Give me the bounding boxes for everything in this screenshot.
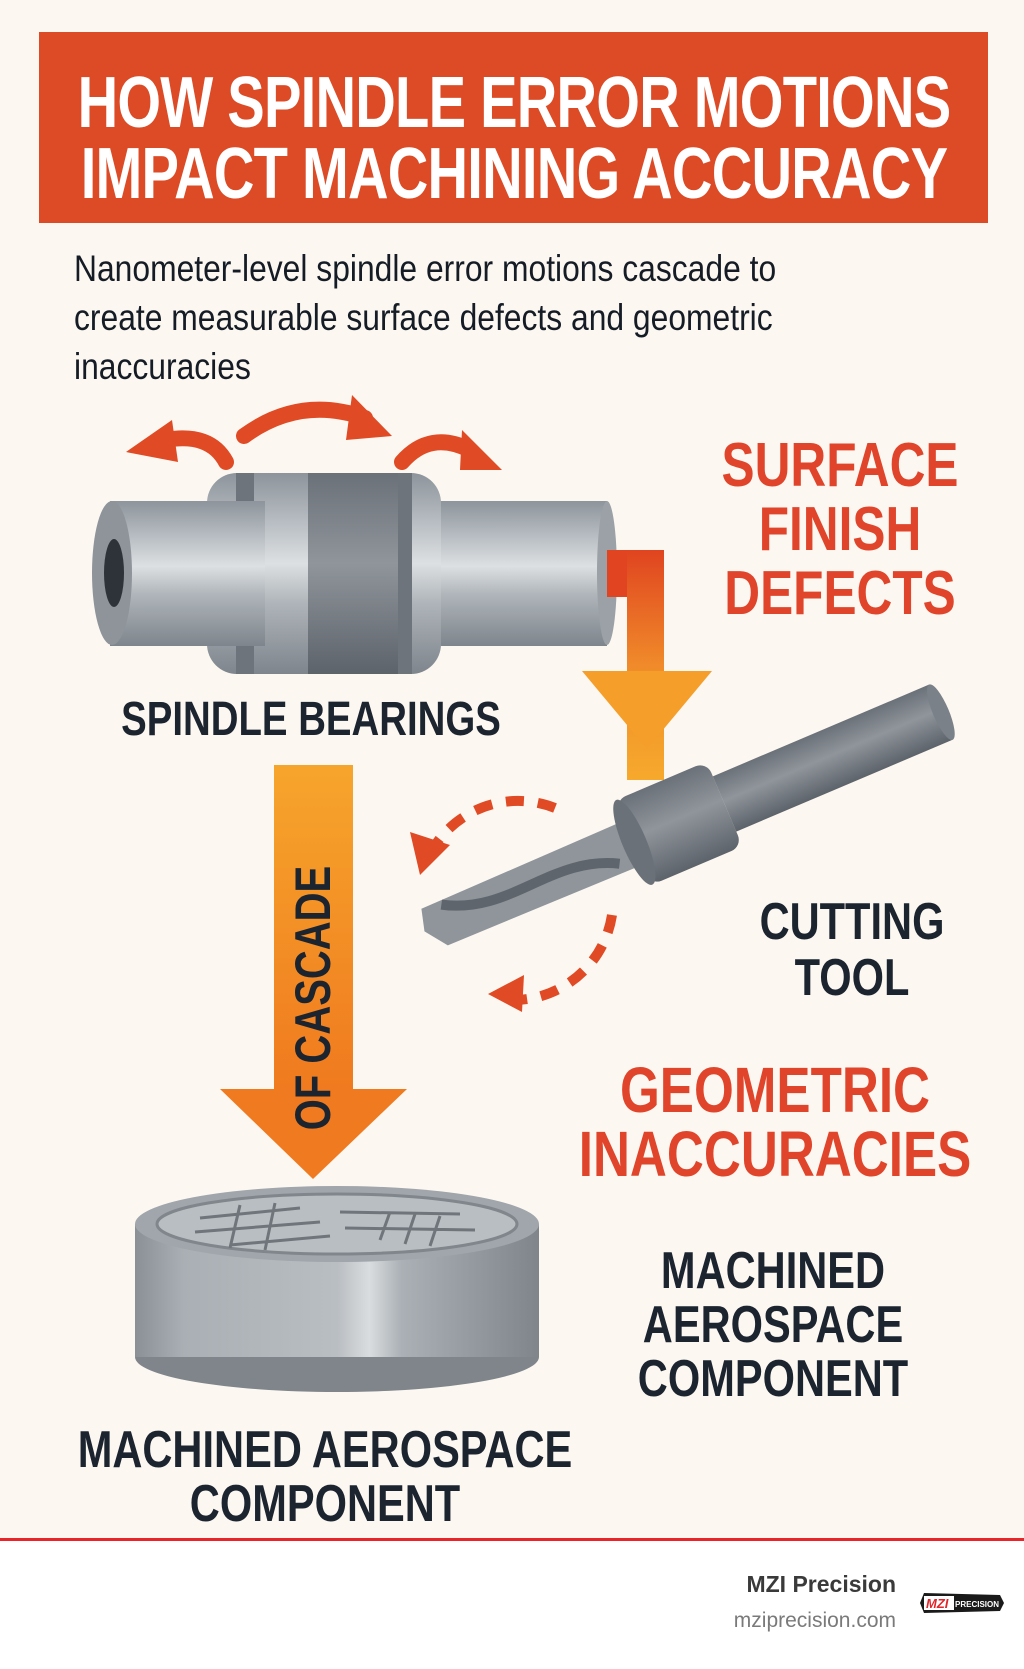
component-right-line-2: AEROSPACE [642,1296,904,1354]
footer-url[interactable]: mziprecision.com [733,1609,896,1632]
mzi-logo: MZI PRECISION [920,1593,1004,1613]
spindle-bearings-icon [92,473,617,674]
surface-finish-label: SURFACE FINISH DEFECTS [721,434,958,626]
footer-brand: MZI Precision [746,1571,896,1597]
machined-component-icon [135,1186,539,1392]
svg-text:PRECISION: PRECISION [955,1600,999,1609]
cascade-arrow-icon [220,765,407,1179]
subtitle-line-2: create measurable surface defects and ge… [74,297,773,338]
tool-rotation-icon [410,795,617,1012]
cascade-label: OF CASCADE [285,865,341,1131]
component-label-bottom: MACHINED AEROSPACE COMPONENT [78,1423,573,1531]
component-bottom-line-2: COMPONENT [189,1475,461,1533]
tool-line-2: TOOL [794,949,910,1007]
rotation-arrows-icon [157,401,478,470]
component-right-line-3: COMPONENT [637,1350,909,1408]
footer: MZI Precision mziprecision.com MZI PRECI… [0,1538,1024,1669]
surface-line-1: SURFACE [721,431,959,500]
surface-line-2: FINISH [758,495,922,564]
surface-line-3: DEFECTS [724,559,956,628]
cutting-tool-label: CUTTING TOOL [760,894,945,1006]
geometric-line-1: GEOMETRIC [619,1054,931,1126]
component-bottom-line-1: MACHINED AEROSPACE [77,1421,573,1479]
component-right-line-1: MACHINED [660,1242,886,1300]
tool-line-1: CUTTING [759,893,945,951]
title-line-1: HOW SPINDLE ERROR MOTIONS [77,63,951,143]
spindle-bearings-label: SPINDLE BEARINGS [121,693,501,746]
geometric-inaccuracies-label: GEOMETRIC INACCURACIES [579,1058,972,1186]
svg-text:MZI: MZI [926,1596,949,1611]
l-arrow-icon [582,550,712,780]
title-banner: HOW SPINDLE ERROR MOTIONS IMPACT MACHINI… [39,32,988,223]
geometric-line-2: INACCURACIES [578,1118,972,1190]
subtitle-line-1: Nanometer-level spindle error motions ca… [74,248,777,289]
component-label-right: MACHINED AEROSPACE COMPONENT [638,1244,908,1406]
subtitle-line-3: inaccuracies [74,346,251,387]
cutting-tool-icon [421,684,955,946]
title-line-2: IMPACT MACHINING ACCURACY [80,134,947,214]
